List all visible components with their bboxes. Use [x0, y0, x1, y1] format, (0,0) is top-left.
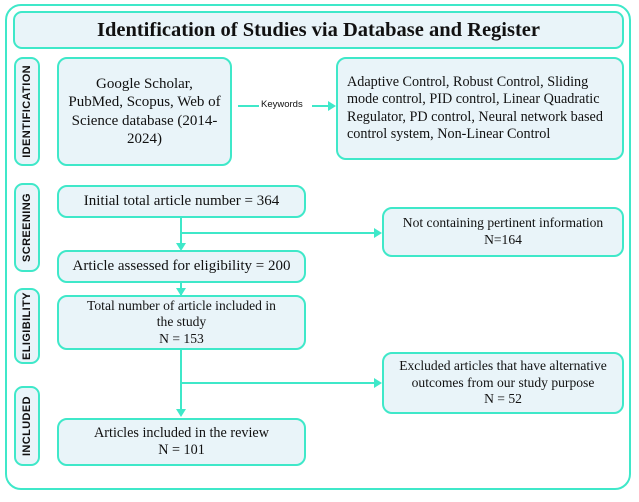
diagram-title: Identification of Studies via Database a…	[13, 11, 624, 49]
box-final-included-line1: Articles included in the review	[94, 424, 269, 441]
box-excluded-articles-line3: N = 52	[484, 391, 522, 407]
box-not-pertinent-line2: N=164	[484, 232, 522, 247]
box-keywords-list: Adaptive Control, Robust Control, Slidin…	[336, 57, 624, 160]
arrow-head-keywords-icon	[328, 101, 336, 111]
box-initial-total: Initial total article number = 364	[57, 185, 306, 218]
connector-study-to-final-line	[180, 350, 182, 413]
connector-keywords-line-right	[312, 105, 330, 107]
diagram-outer-frame	[5, 4, 631, 490]
box-excluded-articles-line1: Excluded articles that have alternative	[399, 358, 607, 374]
stage-label-included-text: INCLUDED	[21, 395, 33, 457]
stage-label-identification: IDENTIFICATION	[14, 57, 40, 166]
box-final-included: Articles included in the review N = 101	[57, 418, 306, 466]
connector-excluded-branch-line	[181, 382, 378, 384]
stage-label-eligibility: ELIGIBILITY	[14, 288, 40, 364]
arrow-head-screening-branch-icon	[374, 228, 382, 238]
connector-keywords-label: Keywords	[259, 99, 305, 110]
box-included-in-study: Total number of article included in the …	[57, 295, 306, 350]
arrow-head-assessed-to-included-icon	[176, 288, 186, 296]
box-assessed-eligibility: Article assessed for eligibility = 200	[57, 250, 306, 283]
box-excluded-articles-line2: outcomes from our study purpose	[411, 374, 595, 390]
connector-screening-branch-line	[181, 232, 378, 234]
stage-label-included: INCLUDED	[14, 386, 40, 466]
stage-label-screening: SCREENING	[14, 183, 40, 272]
arrow-head-initial-to-assessed-icon	[176, 243, 186, 251]
box-final-included-line2: N = 101	[158, 442, 205, 458]
box-not-pertinent-line1: Not containing pertinent information	[402, 215, 604, 231]
stage-label-screening-text: SCREENING	[21, 193, 33, 262]
box-not-pertinent: Not containing pertinent information N=1…	[382, 207, 624, 257]
arrow-head-excluded-branch-icon	[374, 378, 382, 388]
stage-label-eligibility-text: ELIGIBILITY	[21, 292, 33, 360]
box-included-in-study-line2: the study	[156, 314, 207, 330]
arrow-head-study-to-final-icon	[176, 409, 186, 417]
box-included-in-study-line3: N = 153	[159, 330, 204, 346]
stage-label-identification-text: IDENTIFICATION	[21, 65, 33, 158]
box-excluded-articles: Excluded articles that have alternative …	[382, 352, 624, 414]
box-included-in-study-line1: Total number of article included in	[87, 297, 276, 313]
connector-keywords-line-left	[238, 105, 262, 107]
box-databases: Google Scholar, PubMed, Scopus, Web of S…	[57, 57, 232, 166]
